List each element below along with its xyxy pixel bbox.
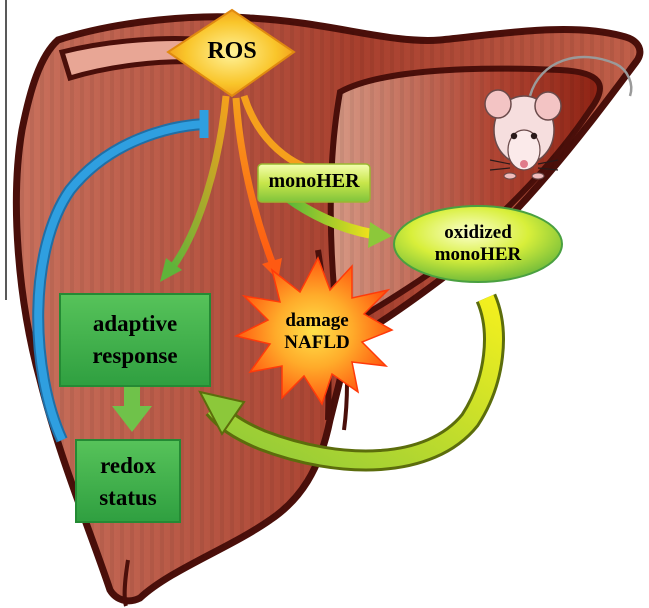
adaptive-label-line-1: adaptive	[60, 308, 210, 340]
damage-label-line-1: damage	[262, 310, 372, 332]
adaptive-response-label: adaptive response	[60, 308, 210, 372]
damage-label-line-2: NAFLD	[262, 332, 372, 354]
oxidized-label-line-1: oxidized	[400, 222, 556, 244]
damage-nafld-label: damage NAFLD	[262, 310, 372, 354]
monoher-label: monoHER	[258, 170, 370, 193]
redox-label-line-1: redox	[76, 450, 180, 482]
redox-label-line-2: status	[76, 482, 180, 514]
ros-label: ROS	[178, 38, 286, 66]
adaptive-label-line-2: response	[60, 340, 210, 372]
oxidized-monoher-label: oxidized monoHER	[400, 222, 556, 266]
redox-status-label: redox status	[76, 450, 180, 514]
oxidized-label-line-2: monoHER	[400, 244, 556, 266]
